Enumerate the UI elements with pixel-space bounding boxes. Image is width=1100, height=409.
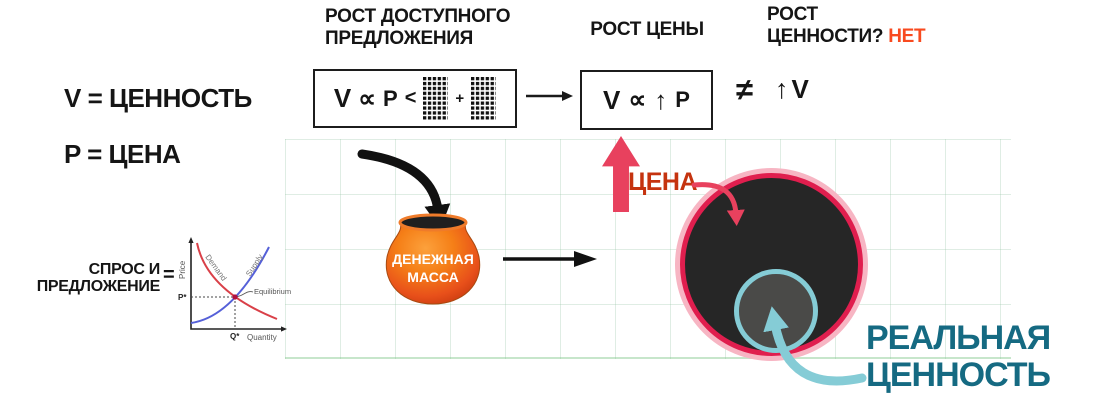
up-arrow-icon: ↑ bbox=[654, 85, 668, 115]
price-definition: P = ЦЕНА bbox=[64, 139, 181, 169]
supply-block-icon bbox=[471, 77, 497, 120]
step1-title-line2: ПРЕДЛОЖЕНИЯ bbox=[325, 27, 473, 49]
step3-answer: НЕТ bbox=[888, 26, 926, 47]
flow-arrow-icon bbox=[526, 91, 573, 101]
step1-title: РОСТ ДОСТУПНОГО ПРЕДЛОЖЕНИЯ bbox=[325, 6, 511, 49]
up-value-expression: ↑ V bbox=[775, 74, 809, 105]
up-arrow-icon: ↑ bbox=[775, 74, 789, 104]
price-bubble-circle bbox=[680, 173, 863, 356]
not-equal-sign: ≠ bbox=[736, 72, 754, 107]
plus-sign: + bbox=[455, 90, 465, 107]
step3-title: РОСТ ЦЕННОСТИ? НЕТ bbox=[767, 4, 926, 48]
chart-ylabel: Price bbox=[178, 260, 187, 279]
step3-title-line2-text: ЦЕННОСТИ? bbox=[767, 26, 884, 47]
curved-arrow-into-pot-icon bbox=[357, 149, 451, 229]
supply-demand-label-line2: ПРЕДЛОЖЕНИЕ bbox=[36, 278, 161, 295]
proportional-icon: ∝ bbox=[358, 84, 377, 113]
supply-block-icon bbox=[423, 77, 449, 120]
real-value-line1: РЕАЛЬНАЯ bbox=[866, 319, 1051, 357]
step2-title: РОСТ ЦЕНЫ bbox=[590, 19, 704, 40]
y-axis-arrow-icon bbox=[188, 237, 194, 243]
supply-curve-label: Supply bbox=[244, 253, 265, 278]
value-definition: V = ЦЕННОСТЬ bbox=[64, 83, 252, 113]
equals-sign: = bbox=[163, 264, 175, 286]
equilibrium-point bbox=[232, 294, 238, 300]
chart-xlabel: Quantity bbox=[247, 333, 277, 342]
q-star-label: Q* bbox=[230, 332, 240, 341]
step3-title-line2: ЦЕННОСТИ? НЕТ bbox=[767, 26, 926, 48]
formula2-p: P bbox=[675, 87, 690, 112]
money-supply-pot: ДЕНЕЖНАЯ МАССА bbox=[385, 213, 481, 305]
money-supply-label-line2: МАССА bbox=[407, 269, 458, 285]
formula1-box: V ∝ P < + bbox=[313, 69, 517, 128]
up-value-v: V bbox=[791, 74, 809, 104]
real-value-annotation: РЕАЛЬНАЯ ЦЕННОСТЬ bbox=[866, 319, 1051, 394]
price-annotation: ЦЕНА bbox=[628, 168, 698, 196]
real-value-curved-arrow-icon bbox=[763, 306, 867, 386]
pot-opening bbox=[398, 213, 468, 232]
less-than-sign: < bbox=[404, 87, 417, 109]
supply-demand-chart: Price Quantity Demand Supply Equilibrium… bbox=[178, 237, 291, 342]
money-supply-label-line1: ДЕНЕЖНАЯ bbox=[392, 251, 474, 267]
supply-demand-label-line1: СПРОС И bbox=[88, 261, 161, 278]
flow-arrow-to-circle-icon bbox=[503, 251, 597, 267]
formula2-v: V bbox=[603, 84, 621, 115]
supply-curve bbox=[190, 246, 270, 324]
proportional-icon: ∝ bbox=[628, 86, 647, 114]
formula1-p: P bbox=[383, 85, 398, 111]
supply-demand-label: СПРОС И ПРЕДЛОЖЕНИЕ bbox=[0, 261, 161, 295]
chart-axes bbox=[190, 241, 283, 330]
formula2-box: V ∝ ↑ P bbox=[580, 70, 713, 130]
formula1-v: V bbox=[333, 83, 352, 113]
real-value-line2: ЦЕННОСТЬ bbox=[866, 356, 1051, 394]
demand-curve bbox=[196, 242, 278, 320]
step1-title-line1: РОСТ ДОСТУПНОГО bbox=[325, 6, 511, 27]
price-curved-arrow-icon bbox=[691, 182, 745, 226]
x-axis-arrow-icon bbox=[281, 326, 287, 332]
step3-title-line1: РОСТ bbox=[767, 4, 818, 25]
p-star-label: P* bbox=[178, 293, 187, 302]
equilibrium-label: Equilibrium bbox=[254, 287, 291, 296]
equilibrium-connector bbox=[237, 291, 254, 297]
